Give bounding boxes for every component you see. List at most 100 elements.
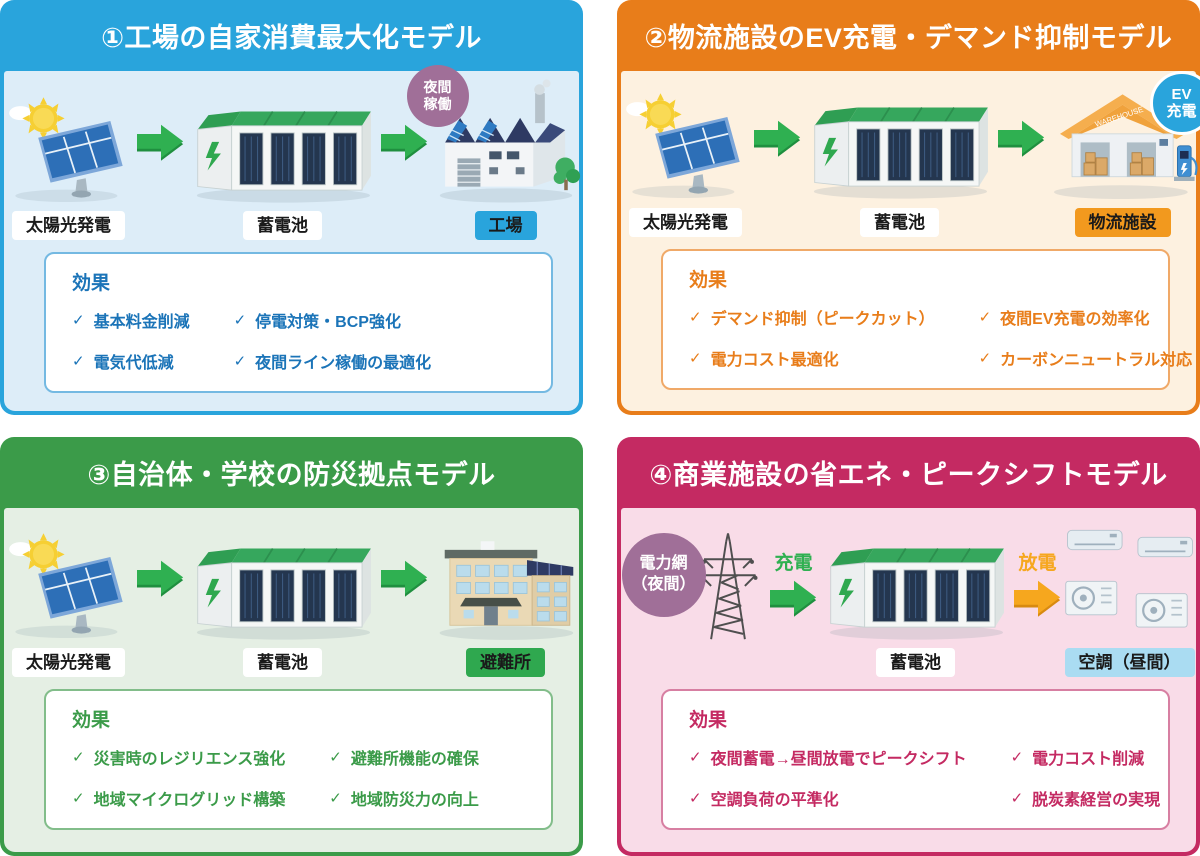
battery-storage-icon: [829, 547, 1004, 640]
warehouse-icon: WAREHOUSE: [1053, 94, 1198, 199]
node-solar: 太陽光発電: [3, 528, 135, 677]
node-factory: 夜間 稼働: [406, 65, 581, 241]
night-operation-badge: 夜間 稼働: [406, 65, 469, 127]
panel-1-effects-box: 効果 ✓ 基本料金削減 ✓ 停電対策・BCP強化 ✓電気代低減 ✓ 夜間ライン稼働の最…: [44, 252, 553, 394]
panel-4-flow-diagram: 電力網 （夜間）: [621, 508, 1196, 677]
flow-arrow-icon: [136, 561, 183, 598]
flow-arrow-icon: [380, 561, 427, 598]
charge-arrow: 充電: [769, 548, 818, 619]
battery-storage-icon: [813, 107, 988, 199]
node-solar: 太陽光発電: [620, 88, 752, 237]
effect-text: 避難所機能の確保: [350, 751, 479, 768]
effect-item: ✓ 災害時のレジリエンス強化: [72, 745, 285, 769]
check-icon: ✓: [689, 790, 702, 807]
effects-heading: 効果: [72, 273, 111, 295]
transmission-tower-icon: [697, 533, 758, 640]
node-warehouse: EV 充電 WAREHOUSE: [1048, 71, 1200, 237]
check-icon: ✓: [233, 353, 247, 371]
node-label-battery: 蓄電池: [243, 648, 322, 677]
panel-4-title: ④商業施設の省エネ・ピークシフトモデル: [649, 460, 1168, 490]
check-icon: ✓: [72, 312, 85, 330]
node-battery: 蓄電池: [820, 536, 1012, 677]
flow-arrow-icon: [380, 124, 427, 161]
node-label-factory: 工場: [474, 211, 537, 241]
check-icon: ✓: [233, 312, 247, 330]
check-icon: ✓: [72, 749, 85, 766]
effect-text: 夜間ライン稼働の最適化: [255, 355, 432, 373]
node-label-battery: 蓄電池: [243, 211, 322, 241]
check-icon: ✓: [689, 349, 702, 367]
charge-arrow-label: 充電: [774, 553, 813, 575]
check-icon: ✓: [329, 749, 342, 766]
panel-1-body: 太陽光発電: [3, 65, 581, 411]
check-icon: ✓: [689, 308, 702, 326]
effect-item: ✓ デマンド抑制（ピークカット）: [689, 305, 935, 329]
effect-text: 脱炭素経営の実現: [1032, 792, 1161, 809]
factory-icon: [439, 79, 580, 203]
effect-text: 夜間EV充電の効率化: [1000, 310, 1150, 328]
air-conditioner-icon: [1064, 529, 1193, 628]
discharge-arrow: 放電: [1013, 548, 1062, 619]
flow-arrow-icon: [769, 581, 816, 618]
check-icon: ✓: [689, 749, 702, 766]
effect-text: 電気代低減: [93, 355, 174, 373]
panel-logistics-model: ②物流施設のEV充電・デマンド抑制モデル: [617, 0, 1200, 415]
effects-heading: 効果: [689, 269, 728, 291]
ev-charge-badge: EV 充電: [1149, 71, 1200, 135]
panel-4-header: ④商業施設の省エネ・ピークシフトモデル: [617, 437, 1200, 508]
effect-text: 夜間蓄電→昼間放電でピークシフト: [710, 751, 967, 768]
node-battery: 蓄電池: [187, 99, 379, 241]
power-grid-night-badge: 電力網 （夜間）: [621, 533, 706, 618]
flow-arrow-icon: [753, 120, 800, 157]
effect-item: ✓ 空調負荷の平準化: [689, 786, 967, 810]
effect-text: 基本料金削減: [93, 314, 190, 332]
effect-text: 停電対策・BCP強化: [255, 314, 401, 332]
effect-item: ✓ 電力コスト最適化: [689, 346, 935, 370]
panel-2-flow-diagram: 太陽光発電: [620, 71, 1200, 237]
panel-2-header: ②物流施設のEV充電・デマンド抑制モデル: [617, 0, 1200, 71]
panel-factory-model: ①工場の自家消費最大化モデル: [0, 0, 583, 415]
effect-item: ✓ 夜間ライン稼働の最適化: [234, 349, 432, 373]
node-battery: 蓄電池: [804, 95, 996, 237]
panel-2-body: 太陽光発電: [620, 71, 1200, 411]
panel-2-title: ②物流施設のEV充電・デマンド抑制モデル: [644, 23, 1173, 53]
panel-3-flow-diagram: 太陽光発電: [4, 508, 579, 677]
node-solar: 太陽光発電: [3, 92, 135, 241]
effect-item: ✓脱炭素経営の実現: [1011, 786, 1161, 810]
effect-text: 電力コスト最適化: [710, 351, 839, 369]
panel-3-title: ③自治体・学校の防災拠点モデル: [87, 460, 496, 490]
effects-list: ✓ 基本料金削減 ✓ 停電対策・BCP強化 ✓電気代低減 ✓ 夜間ライン稼働の最適化: [72, 308, 525, 373]
effect-item: ✓ 基本料金削減: [72, 308, 190, 332]
solar-panel-icon: [625, 93, 740, 199]
effect-item: ✓ 避難所機能の確保: [329, 745, 479, 769]
effect-text: カーボンニュートラル対応: [1000, 351, 1193, 369]
school-shelter-icon: [439, 541, 573, 641]
panel-3-effects-box: 効果 ✓災害時のレジリエンス強化 ✓避難所機能の確保 ✓地域マイクログリッド構築…: [44, 689, 553, 830]
effect-text: 災害時のレジリエンス強化: [93, 751, 286, 768]
node-label-battery: 蓄電池: [860, 207, 939, 237]
effect-item: ✓夜間EV充電の効率化: [979, 305, 1193, 329]
flow-arrow-icon: [997, 120, 1044, 157]
node-battery: 蓄電池: [187, 536, 379, 677]
effect-text: 空調負荷の平準化: [710, 792, 839, 809]
discharge-arrow-label: 放電: [1018, 553, 1057, 575]
node-label-warehouse: 物流施設: [1074, 207, 1171, 237]
effects-list: ✓デマンド抑制（ピークカット） ✓夜間EV充電の効率化 ✓電力コスト最適化 ✓カ…: [689, 305, 1192, 370]
panel-4-body: 電力網 （夜間）: [621, 508, 1196, 852]
effect-item: ✓地域防災力の向上: [329, 786, 479, 810]
panel-4-effects-box: 効果 ✓夜間蓄電→昼間放電でピークシフト ✓電力コスト削減 ✓空調負荷の平準化 …: [661, 689, 1170, 830]
panel-1-header: ①工場の自家消費最大化モデル: [0, 0, 583, 71]
node-label-ac: 空調（昼間）: [1064, 648, 1195, 677]
node-power-grid: 電力網 （夜間）: [621, 529, 768, 677]
effect-text: デマンド抑制（ピークカット）: [710, 310, 935, 328]
solar-panel-icon: [8, 533, 123, 639]
battery-storage-icon: [196, 547, 371, 640]
effect-item: ✓ 夜間蓄電→昼間放電でピークシフト: [689, 745, 967, 769]
node-shelter: 避難所: [431, 519, 581, 677]
effect-item: ✓電気代低減: [72, 349, 190, 373]
node-label-solar: 太陽光発電: [12, 648, 125, 677]
panel-2-effects-box: 効果 ✓ デマンド抑制（ピークカット） ✓夜間EV充電の効率化 ✓ 電力コスト最適化…: [661, 248, 1192, 390]
panel-1-title: ①工場の自家消費最大化モデル: [101, 23, 482, 53]
node-label-solar: 太陽光発電: [629, 207, 742, 237]
